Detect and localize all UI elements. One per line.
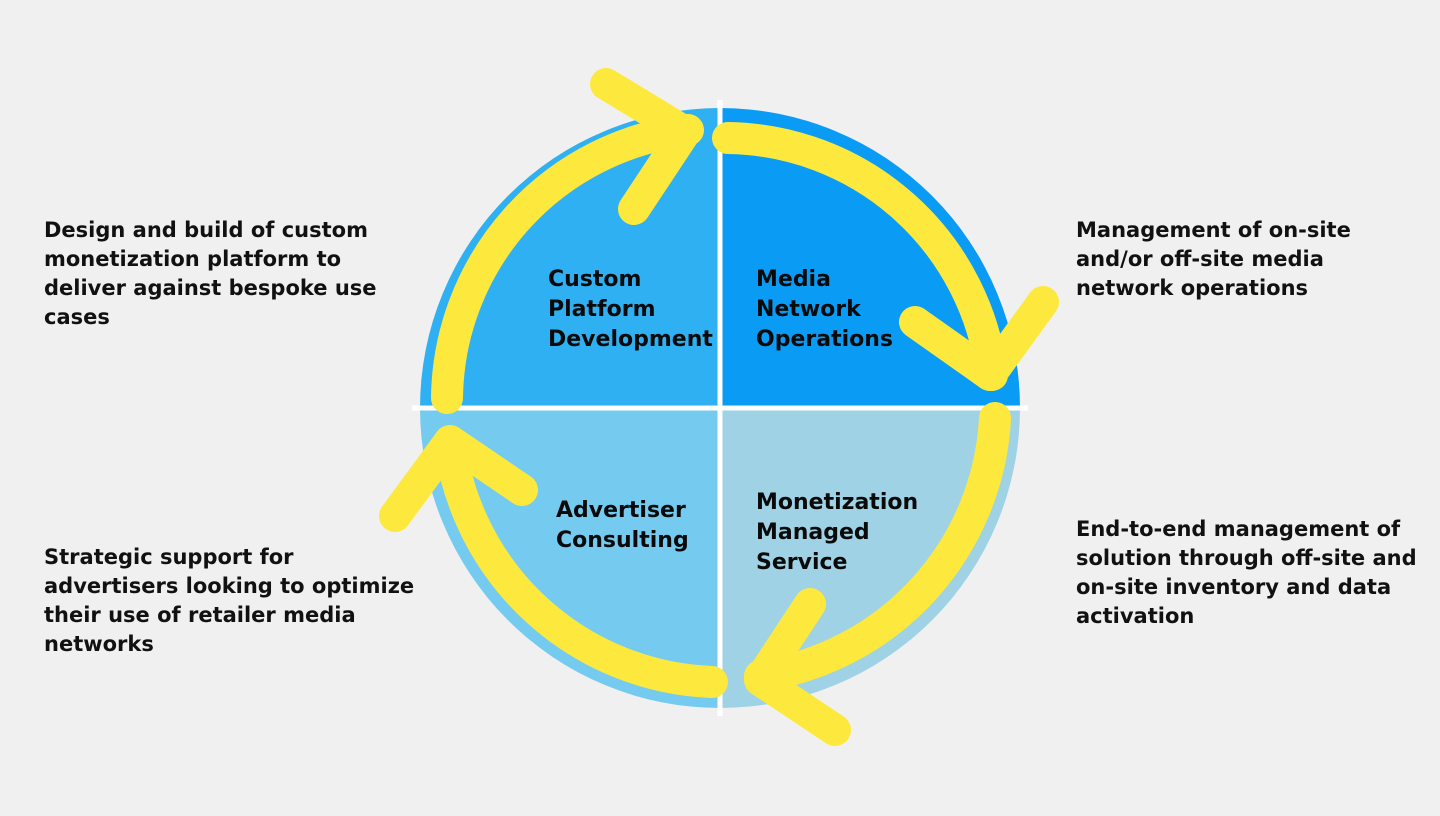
- label-line: Monetization: [756, 490, 918, 515]
- label-line: Media: [756, 267, 831, 292]
- label-advertiser-consulting: Advertiser Consulting: [556, 498, 693, 553]
- arrow-head-top-right: [899, 286, 1059, 391]
- label-line: Network: [756, 297, 862, 322]
- description-media-network: Management of on-site and/or off-site me…: [1076, 218, 1351, 300]
- arrow-head-bottom-right: [744, 588, 851, 746]
- label-line: Consulting: [556, 528, 689, 553]
- label-line: Development: [548, 327, 713, 352]
- label-custom-platform-development: Custom Platform Development: [548, 267, 713, 352]
- description-custom-platform: Design and build of custom monetization …: [44, 218, 377, 329]
- label-line: Managed: [756, 520, 870, 545]
- cycle-arrows: [379, 68, 1059, 746]
- label-line: Operations: [756, 327, 893, 352]
- arrow-arc-bottom-right: [744, 402, 1011, 692]
- label-media-network-operations: Media Network Operations: [756, 267, 893, 352]
- arrow-head-top-left: [590, 68, 701, 225]
- label-monetization-managed-service: Monetization Managed Service: [756, 490, 926, 575]
- label-line: Service: [756, 550, 847, 575]
- label-line: Advertiser: [556, 498, 686, 523]
- arrow-head-bottom-left: [379, 425, 538, 532]
- description-managed-service: End-to-end management of solution throug…: [1076, 517, 1417, 628]
- description-advertiser-consulting: Strategic support for advertisers lookin…: [44, 545, 415, 656]
- label-line: Platform: [548, 297, 656, 322]
- arrow-arc-bottom-left: [434, 429, 728, 698]
- arrow-arc-top-right: [712, 122, 1008, 391]
- arrow-arc-top-left: [431, 114, 704, 414]
- label-line: Custom: [548, 267, 641, 292]
